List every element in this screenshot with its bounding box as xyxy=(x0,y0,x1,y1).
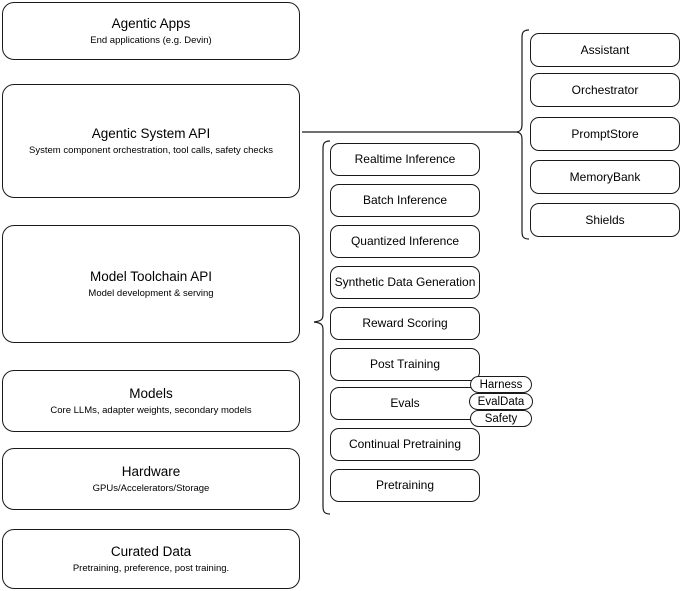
capability-label: Post Training xyxy=(369,357,441,371)
capability-box-synthetic-data-generation[interactable]: Synthetic Data Generation xyxy=(330,266,480,299)
layer-title: Agentic System API xyxy=(91,126,211,141)
capability-label: Reward Scoring xyxy=(362,316,448,330)
capability-box-pretraining[interactable]: Pretraining xyxy=(330,469,480,502)
layer-subtitle: Core LLMs, adapter weights, secondary mo… xyxy=(50,405,252,416)
toolchain-capabilities-brace xyxy=(313,140,331,515)
eval-tag-harness[interactable]: Harness xyxy=(470,376,532,393)
capability-box-evals[interactable]: Evals xyxy=(330,387,480,420)
capability-box-realtime-inference[interactable]: Realtime Inference xyxy=(330,143,480,176)
capability-box-continual-pretraining[interactable]: Continual Pretraining xyxy=(330,428,480,461)
capability-label: Continual Pretraining xyxy=(348,437,462,451)
layer-title: Models xyxy=(129,386,173,401)
capability-box-batch-inference[interactable]: Batch Inference xyxy=(330,184,480,217)
layer-title: Agentic Apps xyxy=(111,16,191,31)
capability-label: Quantized Inference xyxy=(350,234,460,248)
layer-subtitle: System component orchestration, tool cal… xyxy=(29,145,273,156)
layer-subtitle: GPUs/Accelerators/Storage xyxy=(92,483,210,494)
eval-tag-label: Harness xyxy=(479,378,523,391)
eval-tag-evaldata[interactable]: EvalData xyxy=(469,393,533,410)
component-label: PromptStore xyxy=(571,126,639,141)
layer-box-agentic-system-api[interactable]: Agentic System API System component orch… xyxy=(2,84,300,198)
component-box-orchestrator[interactable]: Orchestrator xyxy=(530,73,680,107)
component-box-memorybank[interactable]: MemoryBank xyxy=(530,160,680,194)
capability-box-post-training[interactable]: Post Training xyxy=(330,348,480,381)
capability-label: Pretraining xyxy=(375,478,435,492)
capability-label: Realtime Inference xyxy=(354,152,456,166)
layer-box-curated-data[interactable]: Curated Data Pretraining, preference, po… xyxy=(2,529,300,589)
capability-label: Synthetic Data Generation xyxy=(334,275,476,289)
component-label: Shields xyxy=(585,212,625,227)
layer-title: Model Toolchain API xyxy=(89,269,213,284)
eval-tag-label: Safety xyxy=(484,412,518,425)
layer-subtitle: Pretraining, preference, post training. xyxy=(72,563,230,574)
component-box-assistant[interactable]: Assistant xyxy=(530,33,680,67)
component-box-promptstore[interactable]: PromptStore xyxy=(530,117,680,151)
capability-box-reward-scoring[interactable]: Reward Scoring xyxy=(330,307,480,340)
layer-box-model-toolchain-api[interactable]: Model Toolchain API Model development & … xyxy=(2,225,300,343)
layer-subtitle: Model development & serving xyxy=(88,288,214,299)
capability-box-quantized-inference[interactable]: Quantized Inference xyxy=(330,225,480,258)
eval-tag-label: EvalData xyxy=(477,395,525,408)
layer-title: Curated Data xyxy=(110,544,192,559)
system-components-brace xyxy=(516,29,530,240)
layer-box-agentic-apps[interactable]: Agentic Apps End applications (e.g. Devi… xyxy=(2,2,300,60)
component-box-shields[interactable]: Shields xyxy=(530,203,680,237)
component-label: MemoryBank xyxy=(569,169,641,184)
layer-box-hardware[interactable]: Hardware GPUs/Accelerators/Storage xyxy=(2,448,300,510)
eval-tag-safety[interactable]: Safety xyxy=(470,410,532,427)
capability-label: Batch Inference xyxy=(362,193,448,207)
layer-subtitle: End applications (e.g. Devin) xyxy=(90,35,212,46)
component-label: Assistant xyxy=(580,42,630,57)
layer-title: Hardware xyxy=(121,464,181,479)
component-label: Orchestrator xyxy=(571,82,639,97)
layer-box-models[interactable]: Models Core LLMs, adapter weights, secon… xyxy=(2,370,300,432)
capability-label: Evals xyxy=(390,396,420,410)
